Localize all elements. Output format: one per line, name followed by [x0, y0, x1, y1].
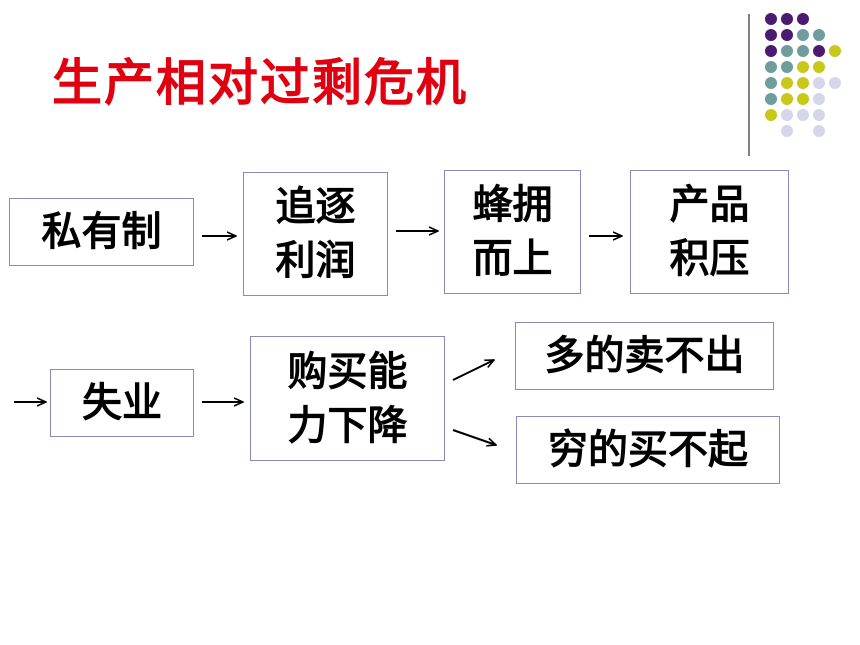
dot — [813, 109, 825, 121]
dot — [797, 109, 809, 121]
dot — [765, 29, 777, 41]
dot — [765, 61, 777, 73]
node-overstock: 产品 积压 — [630, 170, 789, 294]
dot — [781, 13, 793, 25]
node-label: 失业 — [82, 380, 162, 426]
node-purchasing-power: 购买能 力下降 — [250, 336, 445, 461]
dot — [797, 13, 809, 25]
dot — [813, 61, 825, 73]
node-cannot-sell: 多的卖不出 — [515, 322, 774, 390]
node-label-line2: 力下降 — [287, 402, 408, 449]
node-label: 穷的买不起 — [548, 427, 748, 473]
dot — [781, 93, 793, 105]
arrow-power-to-cannot-sell — [452, 359, 494, 381]
dot — [813, 125, 825, 137]
dot — [765, 45, 777, 57]
dot — [765, 109, 777, 121]
page-title: 生产相对过剩危机 — [52, 54, 468, 112]
node-label-line1: 蜂拥 — [472, 182, 553, 228]
arrow-power-to-cannot-buy — [452, 429, 496, 445]
node-label-line2: 积压 — [669, 236, 750, 282]
dot — [781, 45, 793, 57]
dot — [765, 77, 777, 89]
dot — [797, 45, 809, 57]
dot — [813, 93, 825, 105]
dot — [781, 109, 793, 121]
node-private-ownership: 私有制 — [9, 198, 194, 266]
node-label-line2: 利润 — [275, 238, 356, 284]
dot — [797, 77, 809, 89]
dot — [829, 77, 841, 89]
node-label-line1: 产品 — [669, 182, 750, 228]
dot — [797, 61, 809, 73]
node-label-line1: 追逐 — [275, 184, 356, 230]
node-cannot-buy: 穷的买不起 — [516, 416, 780, 484]
dot — [781, 77, 793, 89]
node-unemployment: 失业 — [50, 369, 194, 437]
dot — [781, 125, 793, 137]
dot — [781, 29, 793, 41]
dot — [829, 45, 841, 57]
dot — [765, 13, 777, 25]
node-label: 多的卖不出 — [544, 333, 745, 379]
dot — [797, 93, 809, 105]
dot — [797, 29, 809, 41]
dot — [781, 61, 793, 73]
dot — [813, 29, 825, 41]
node-swarm: 蜂拥 而上 — [444, 170, 581, 294]
node-label-line1: 购买能 — [287, 348, 408, 395]
dot — [813, 45, 825, 57]
node-label: 私有制 — [41, 209, 162, 255]
dot — [813, 77, 825, 89]
divider-line — [748, 14, 750, 156]
node-profit: 追逐 利润 — [243, 172, 388, 296]
dot — [765, 93, 777, 105]
node-label-line2: 而上 — [472, 236, 553, 282]
